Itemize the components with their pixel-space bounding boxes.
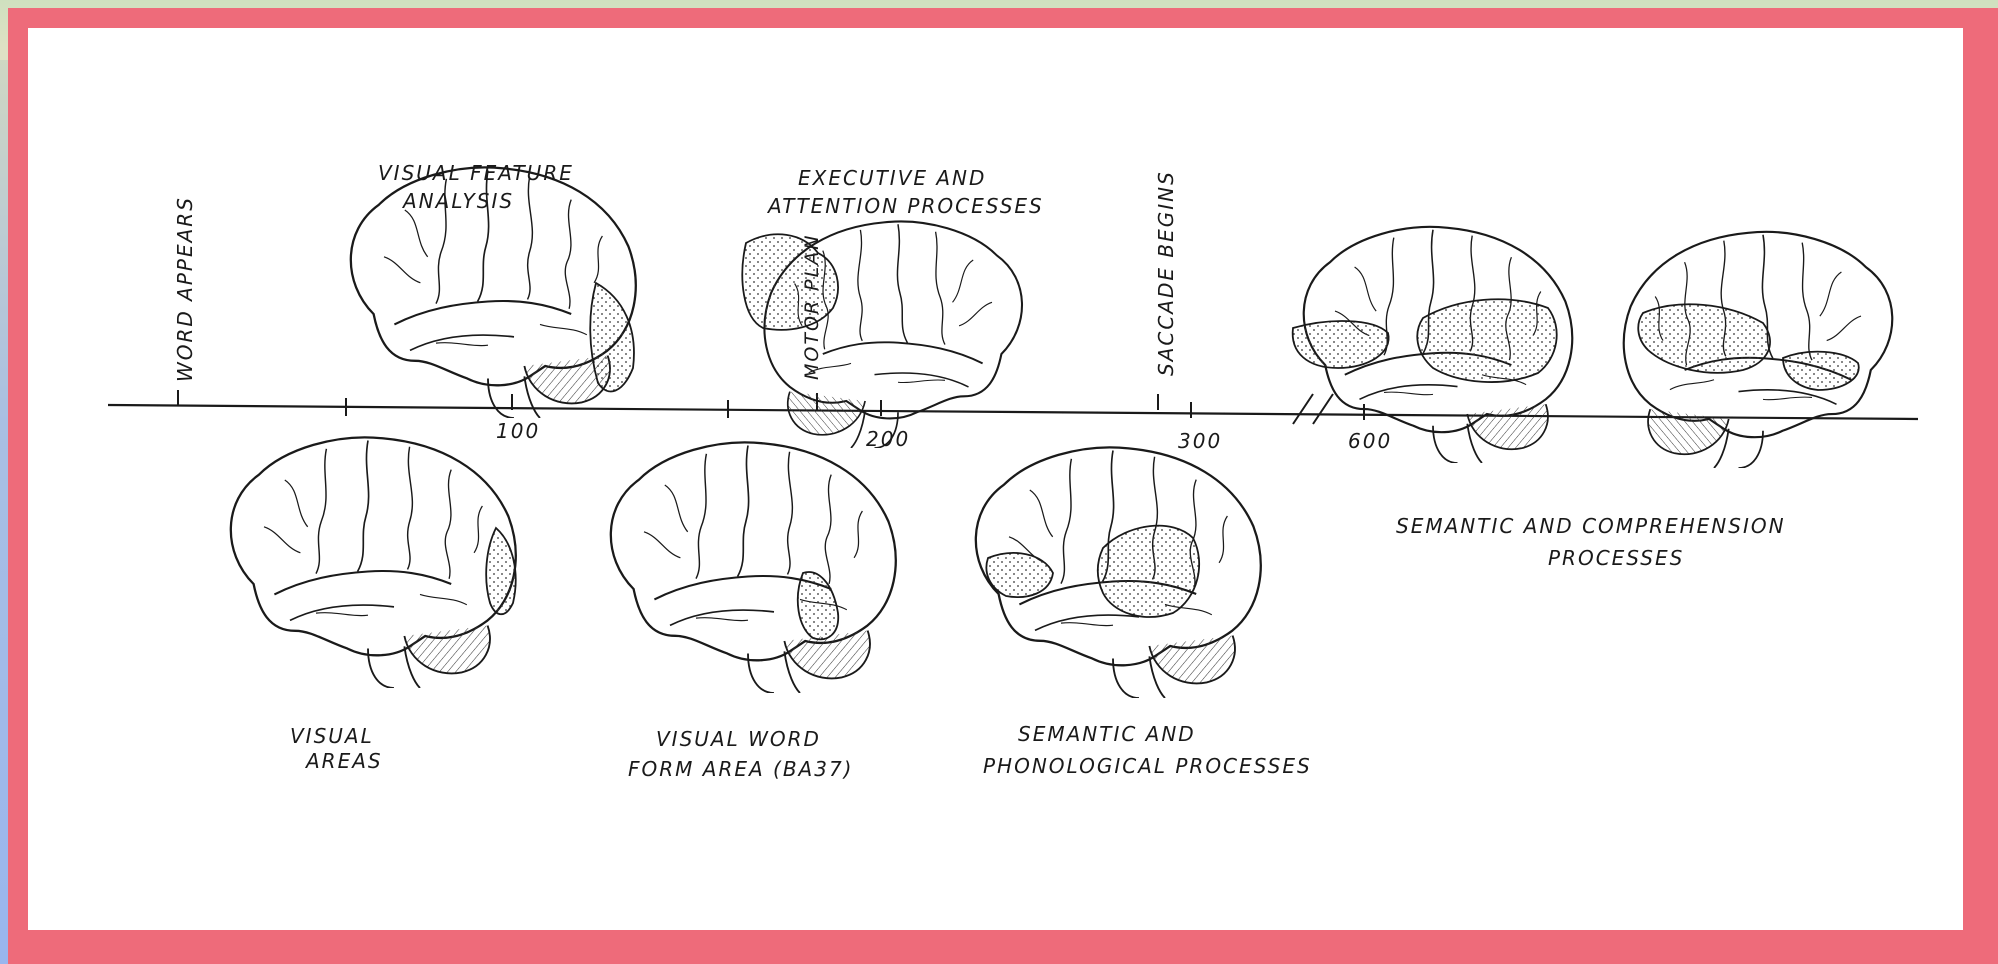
brain-timeline-diagram: 100 200 300 600 WORD APPEARS MOTOR PLAN … (28, 28, 1963, 930)
label-visual-feature: VISUAL FEATURE (378, 161, 574, 185)
label-executive-and: EXECUTIVE AND (798, 166, 986, 190)
axis-break-mark (1293, 394, 1313, 424)
label-semantic-comprehension: SEMANTIC AND COMPREHENSION (1396, 514, 1786, 538)
label-visual-word: VISUAL WORD (656, 727, 821, 751)
label-semantic-and: SEMANTIC AND (1018, 722, 1196, 746)
marker-saccade-begins: SACCADE BEGINS (1154, 170, 1178, 376)
brain-semantic-2 (1624, 232, 1892, 468)
brain-visual-areas (231, 437, 516, 688)
brain-semantic-1 (1293, 227, 1573, 463)
marker-word-appears: WORD APPEARS (173, 196, 197, 382)
label-form-area: FORM AREA (BA37) (628, 757, 853, 781)
tick-label-300: 300 (1178, 429, 1222, 453)
label-processes: PROCESSES (1548, 546, 1684, 570)
tick-label-200: 200 (866, 427, 910, 451)
brain-semantic-phonological (976, 447, 1261, 698)
label-areas: AREAS (304, 749, 383, 773)
axis-break-mark (1313, 394, 1333, 424)
label-visual: VISUAL (290, 724, 374, 748)
label-attention-processes: ATTENTION PROCESSES (766, 194, 1044, 218)
diagram-paper: 100 200 300 600 WORD APPEARS MOTOR PLAN … (28, 28, 1963, 930)
brain-executive-attention (742, 221, 1022, 448)
label-analysis: ANALYSIS (401, 189, 514, 213)
label-phonological-processes: PHONOLOGICAL PROCESSES (983, 754, 1312, 778)
tick-label-100: 100 (496, 419, 540, 443)
timeline-axis (108, 405, 1918, 419)
brain-visual-word-form (611, 442, 896, 693)
tick-label-600: 600 (1348, 429, 1392, 453)
